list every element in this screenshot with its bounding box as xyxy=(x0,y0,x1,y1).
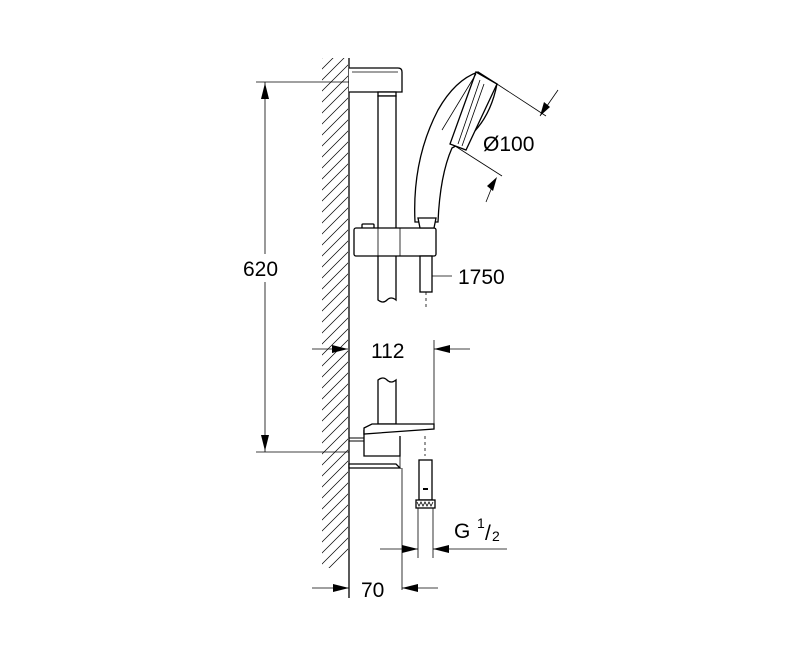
thread-label-denominator: 2 xyxy=(492,528,500,544)
projection-label: 112 xyxy=(371,340,404,363)
hose-segment-upper xyxy=(419,255,433,310)
rail-height-label: 620 xyxy=(243,258,278,281)
projection-dimension: 112 xyxy=(312,340,470,424)
shower-rail-upper xyxy=(377,95,397,303)
thread-dimension: G 1 / 2 xyxy=(380,468,507,590)
top-wall-bracket xyxy=(349,67,403,97)
thread-label-numerator: 1 xyxy=(477,515,485,531)
thread-fraction-slash: / xyxy=(485,522,491,545)
wall-offset-dimension: 70 xyxy=(312,579,438,602)
wall-offset-label: 70 xyxy=(361,579,384,602)
diameter-dimension: Ø100 xyxy=(454,83,559,203)
diameter-label: Ø100 xyxy=(483,133,534,156)
shower-head-slider xyxy=(353,223,437,257)
shower-rail-lower xyxy=(377,377,397,425)
hose-connector xyxy=(415,436,436,558)
thread-label-g: G xyxy=(454,520,470,543)
bottom-wall-bracket xyxy=(348,423,435,469)
wall-hatching xyxy=(322,58,348,568)
hose-length-label: 1750 xyxy=(458,266,505,289)
hose-length-dimension: 1750 xyxy=(432,266,505,289)
rail-height-dimension: 620 xyxy=(243,81,349,453)
